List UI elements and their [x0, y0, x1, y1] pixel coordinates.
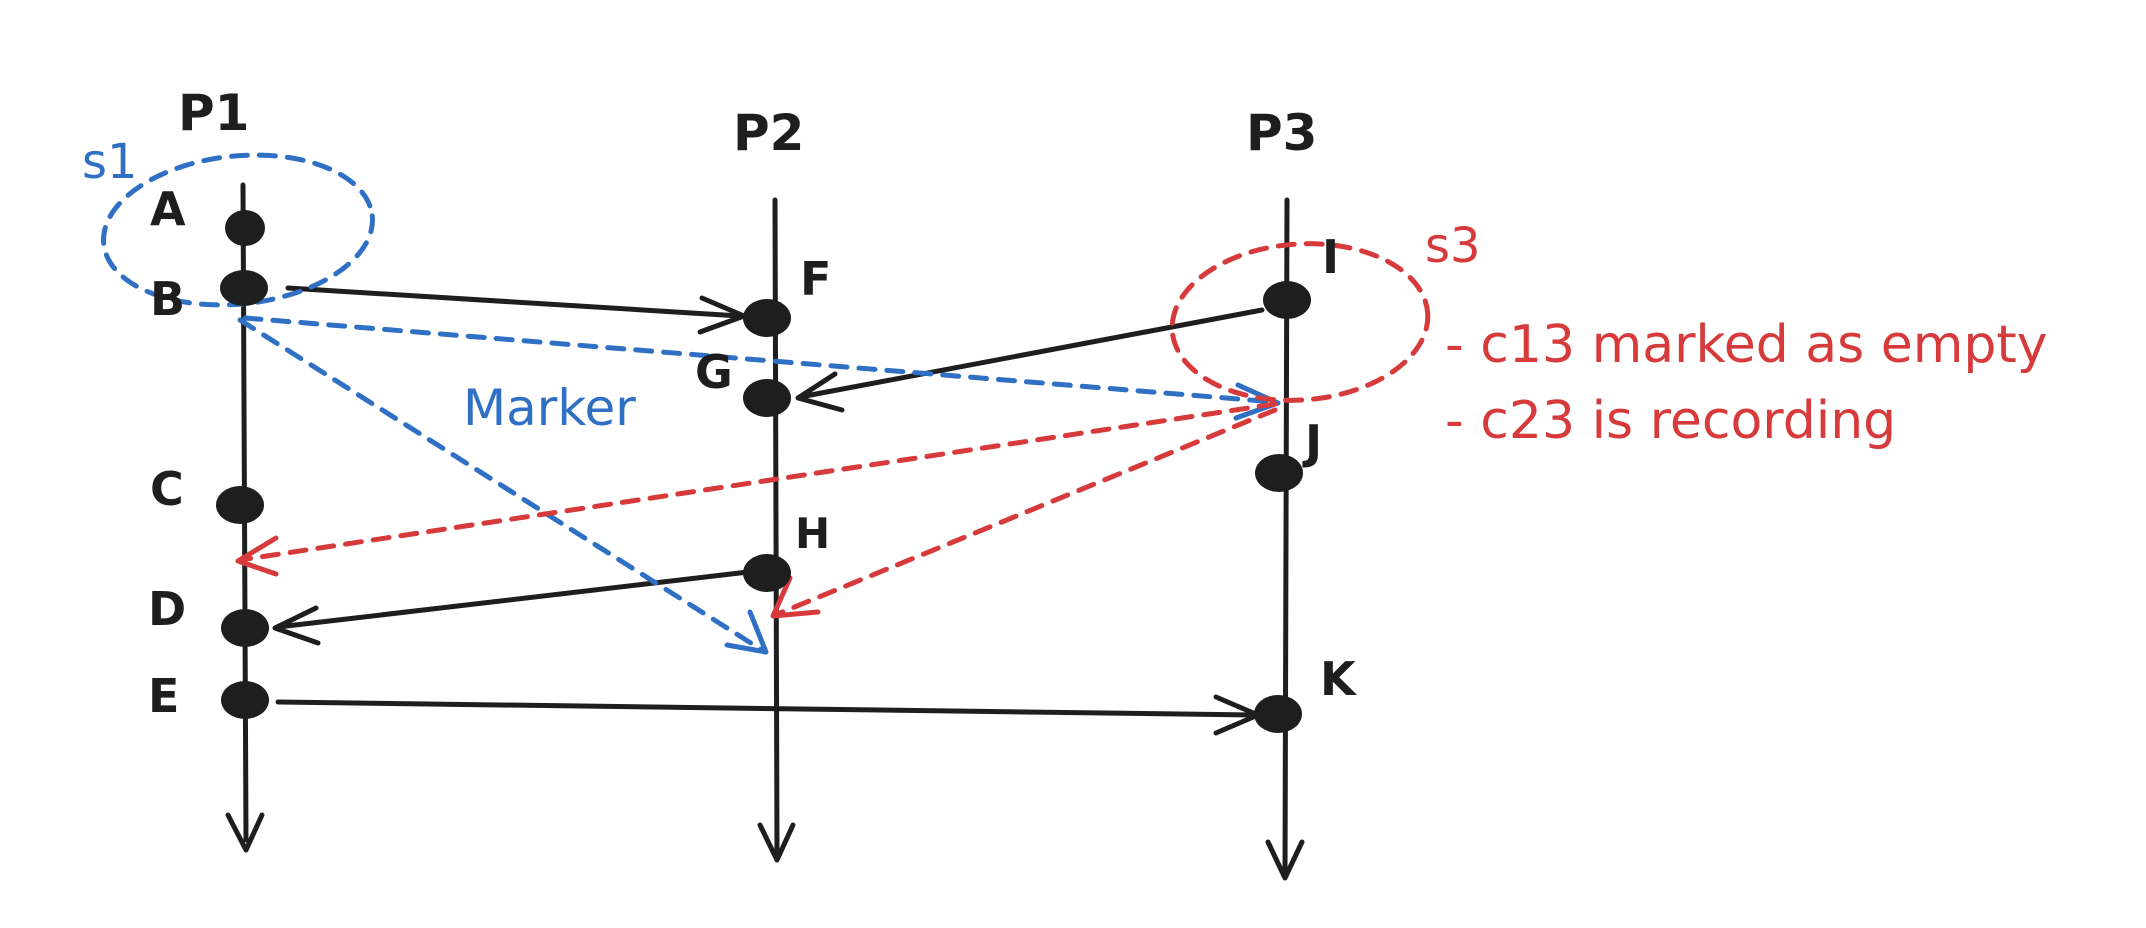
notes: - c13 marked as empty - c23 is recording — [1445, 315, 2048, 451]
marker-b-to-p3-arrowhead — [1233, 382, 1281, 421]
event-dot-j — [1255, 454, 1303, 492]
event-dot-i — [1263, 281, 1311, 319]
event-dot-k — [1254, 695, 1302, 733]
timeline-p2-arrowhead — [757, 822, 796, 863]
snapshot-label-s1: s1 — [82, 134, 138, 190]
snapshots — [101, 152, 1431, 403]
event-dot-c — [216, 486, 264, 524]
event-dot-f — [743, 299, 791, 337]
marker-p3-to-p1-arrowhead — [235, 535, 279, 577]
message-h-to-d — [275, 569, 751, 630]
event-dots — [216, 210, 1311, 733]
message-h-to-d-arrowhead — [272, 605, 321, 646]
event-label-i: I — [1322, 230, 1339, 284]
event-label-h: H — [795, 509, 830, 558]
event-label-g: G — [695, 345, 733, 399]
event-label-k: K — [1320, 652, 1358, 706]
event-label-c: C — [150, 462, 184, 516]
note-c23: - c23 is recording — [1445, 391, 1896, 451]
event-label-f: F — [800, 252, 831, 306]
marker-p3-to-p2-arrowhead — [770, 575, 821, 619]
timeline-p3-arrowhead — [1265, 839, 1305, 881]
event-dot-b — [220, 270, 268, 306]
event-label-j: J — [1302, 415, 1322, 469]
marker-p3-to-p1 — [237, 401, 1278, 563]
marker-p3-to-p2 — [772, 407, 1278, 618]
process-label-p2: P2 — [733, 104, 804, 162]
event-labels: A B C D E F G H I J K — [148, 182, 1358, 723]
process-label-p1: P1 — [178, 84, 249, 142]
marker-b-to-p3 — [242, 315, 1278, 405]
event-label-a: A — [150, 182, 186, 236]
event-dot-a — [225, 210, 265, 246]
event-dot-h — [743, 554, 791, 592]
red-markers — [235, 401, 1278, 619]
marker-label: Marker — [463, 379, 636, 437]
timelines — [225, 182, 1305, 881]
event-dot-d — [221, 609, 269, 647]
marker-b-to-p2-arrowhead — [724, 609, 769, 655]
note-c13: - c13 marked as empty — [1445, 315, 2048, 375]
timeline-p2 — [772, 197, 780, 858]
timeline-p1-arrowhead — [225, 812, 265, 853]
message-i-to-g-arrowhead — [795, 371, 845, 413]
message-b-to-f — [285, 285, 743, 319]
snapshot-label-s3: s3 — [1425, 218, 1481, 274]
snapshot-s3-ellipse — [1169, 241, 1431, 403]
marker-b-to-p2 — [237, 317, 768, 655]
process-label-p3: P3 — [1246, 104, 1317, 162]
messages — [272, 285, 1265, 736]
event-dot-e — [221, 681, 269, 719]
event-label-d: D — [148, 582, 186, 636]
message-i-to-g — [797, 307, 1265, 400]
event-dot-g — [743, 379, 791, 417]
process-labels: P1 P2 P3 — [178, 84, 1317, 162]
blue-markers — [237, 315, 1281, 655]
event-label-b: B — [150, 272, 185, 326]
event-label-e: E — [148, 669, 179, 723]
message-e-to-k — [275, 699, 1258, 718]
